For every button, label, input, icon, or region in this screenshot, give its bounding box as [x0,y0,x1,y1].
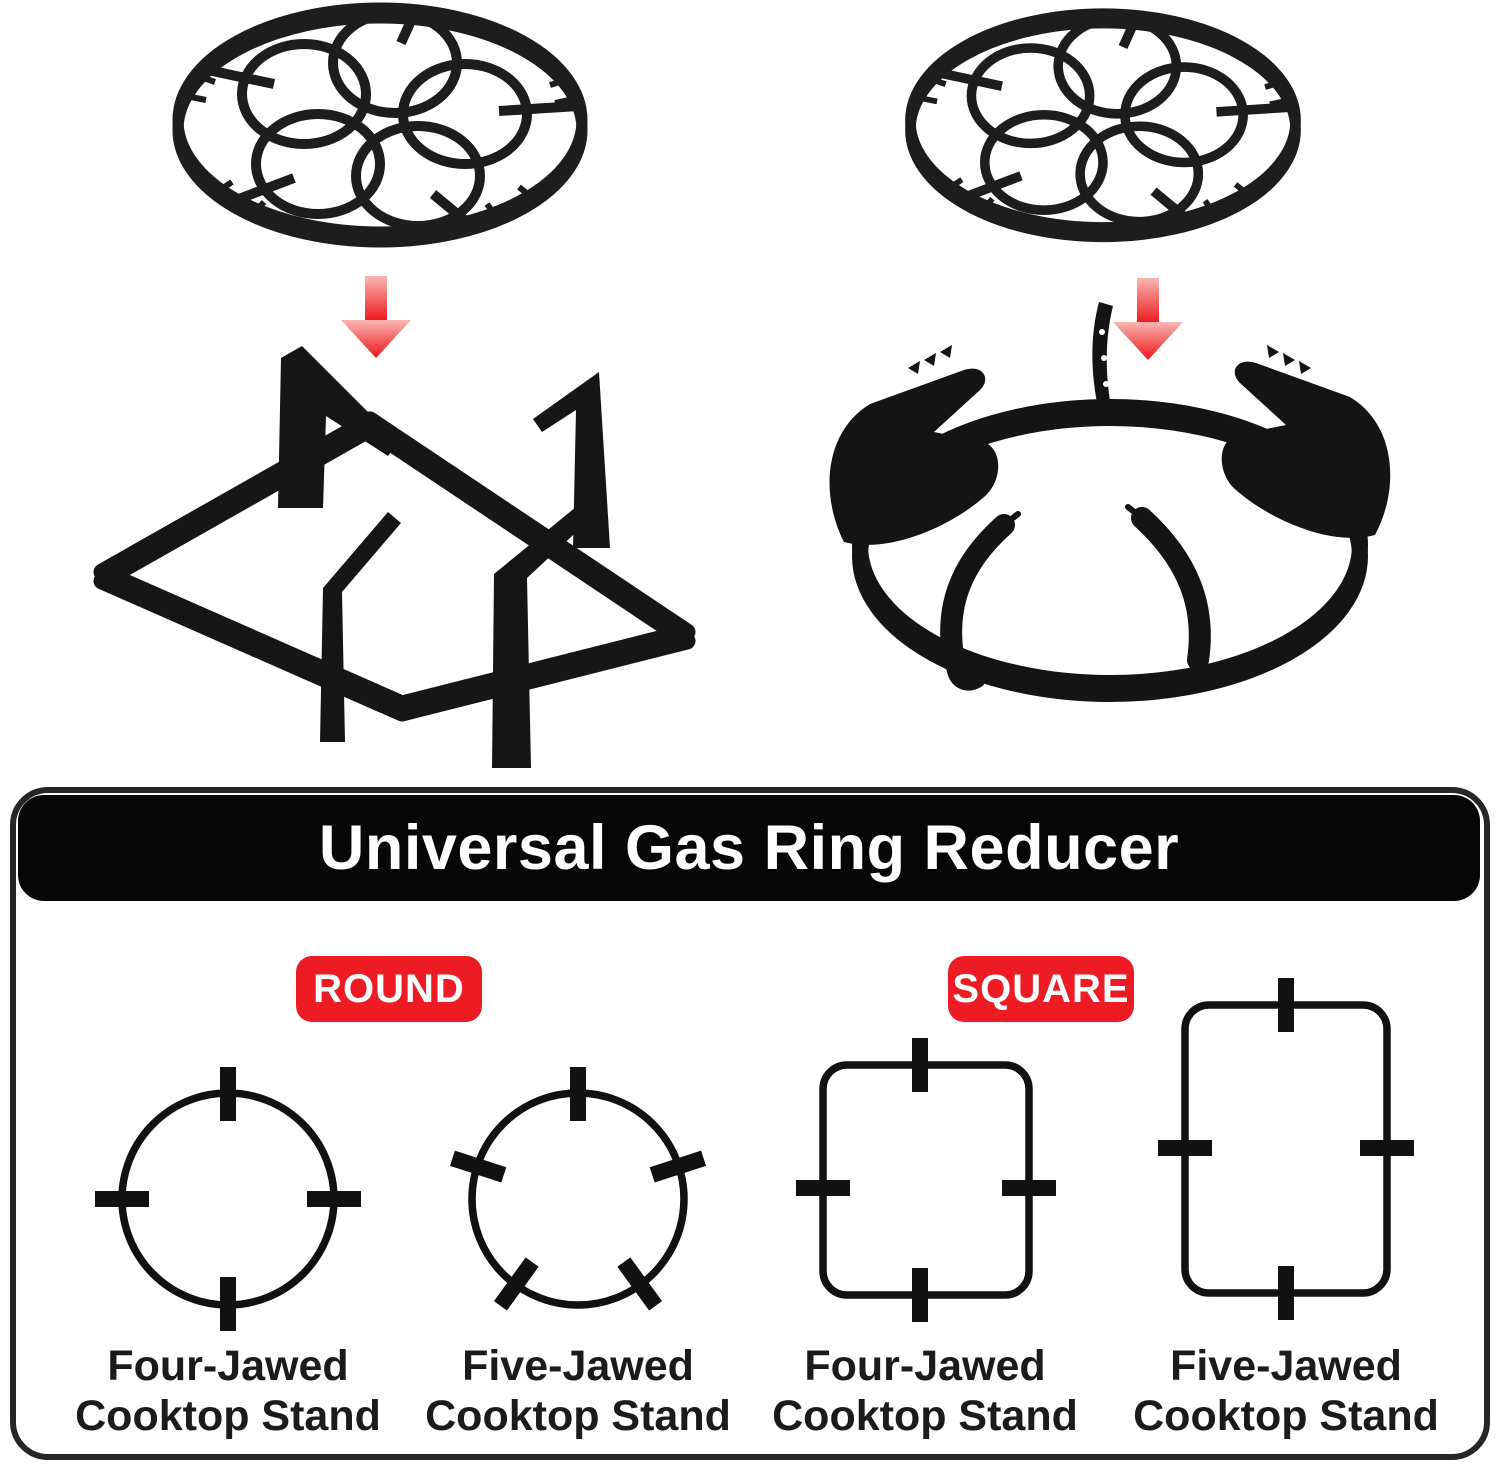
label-line1: Five-Jawed [1170,1342,1402,1390]
square-five-jawed-diagram [1158,978,1414,1320]
page-title: Universal Gas Ring Reducer [318,813,1180,883]
square-four-jawed-diagram [796,1038,1056,1322]
left-demo-flow [0,0,750,770]
label-line1: Four-Jawed [107,1342,349,1390]
diagram-label: Five-Jawed Cooktop Stand [398,1342,758,1442]
right-demo-flow [750,0,1500,770]
diagram-label: Five-Jawed Cooktop Stand [1106,1342,1466,1442]
panel-header: Universal Gas Ring Reducer [18,795,1480,901]
round-five-jawed-diagram [449,1067,707,1311]
label-line2: Cooktop Stand [772,1391,1078,1440]
label-line1: Four-Jawed [804,1342,1046,1390]
gas-ring-reducer-grate-icon [165,0,595,262]
round-four-jawed-diagram [95,1067,361,1331]
diagram-label: Four-Jawed Cooktop Stand [745,1342,1105,1442]
square-badge: SQUARE [948,956,1134,1022]
label-line2: Cooktop Stand [75,1391,381,1440]
gas-ring-reducer-grate-icon [898,6,1308,256]
round-badge: ROUND [296,956,482,1022]
square-four-jawed-stand-icon [93,346,696,768]
round-badge-label: ROUND [313,966,465,1011]
label-line2: Cooktop Stand [425,1391,731,1440]
diagram-label: Four-Jawed Cooktop Stand [48,1342,408,1442]
label-line2: Cooktop Stand [1133,1391,1439,1440]
square-badge-label: SQUARE [952,966,1130,1011]
label-line1: Five-Jawed [462,1342,694,1390]
round-five-jawed-stand-icon [829,302,1391,702]
